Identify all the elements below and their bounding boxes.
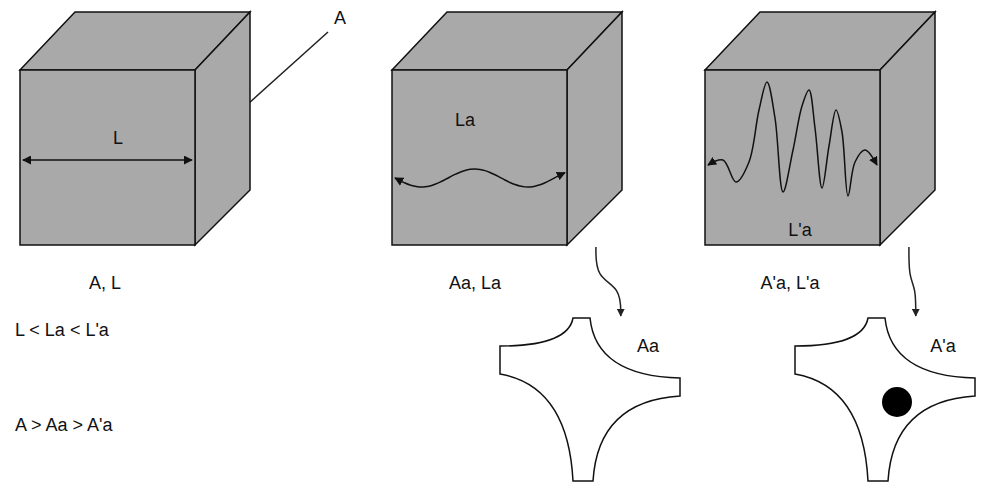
particle-dot	[882, 387, 912, 417]
length-path	[395, 169, 565, 187]
cube-front-face	[392, 70, 567, 245]
length-path	[23, 159, 192, 161]
cube-caption: Aa, La	[449, 273, 501, 294]
cube-node: LaAa, La	[390, 10, 624, 247]
cube-outline	[703, 10, 937, 247]
cube-side-face	[195, 12, 250, 245]
cube-outline	[18, 10, 252, 247]
relation-note: L < La < L'a	[15, 320, 109, 341]
length-label: La	[455, 110, 475, 131]
cube-side-face	[567, 12, 622, 245]
length-label: L'a	[788, 220, 811, 241]
area-label: A'a	[930, 336, 955, 357]
cube-outline	[390, 10, 624, 247]
pore-node: A'a	[793, 316, 979, 484]
pore-shape	[500, 318, 680, 481]
zoom-arrow	[909, 247, 916, 316]
pore-shape	[795, 318, 975, 481]
area-label: Aa	[637, 336, 659, 357]
cube-side-face	[880, 12, 935, 245]
zoom-arrow	[596, 247, 621, 316]
length-path	[708, 82, 877, 196]
pore-node: Aa	[498, 316, 684, 484]
cube-node: L'aA'a, L'a	[703, 10, 937, 247]
relation-note: A > Aa > A'a	[15, 415, 113, 436]
cube-node: LA, L	[18, 10, 252, 247]
cube-front-face	[20, 70, 195, 245]
length-label: L	[113, 128, 123, 149]
cube-front-face	[705, 70, 880, 245]
cube-caption: A'a, L'a	[761, 273, 820, 294]
cube-caption: A, L	[89, 273, 121, 294]
area-callout: A	[334, 8, 346, 29]
